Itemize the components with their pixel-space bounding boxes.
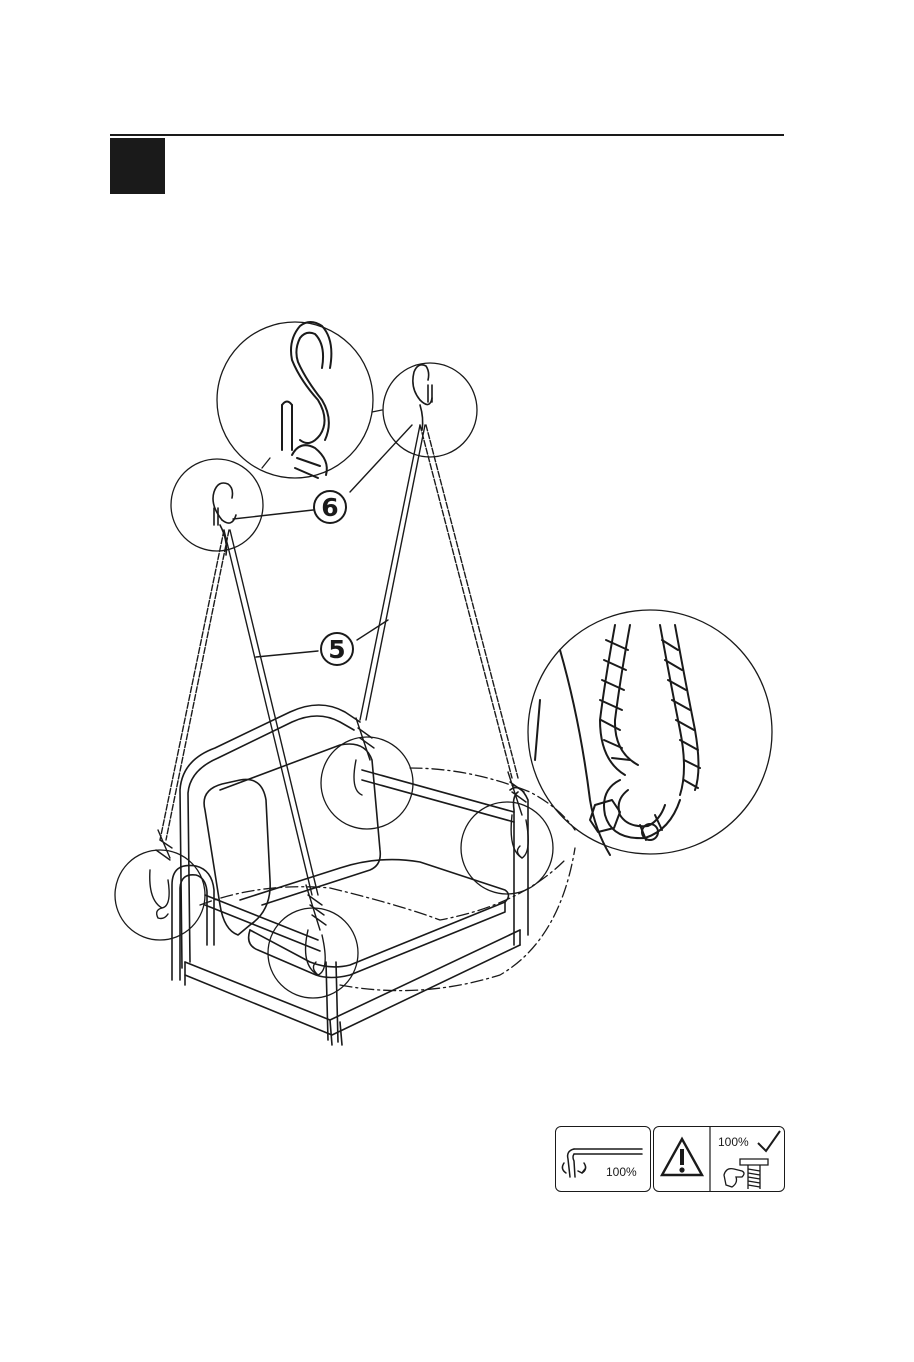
warning-check-panel: 100% <box>653 1126 785 1192</box>
check-percent: 100% <box>718 1135 749 1149</box>
instruction-icons: 100% 100% <box>555 1126 785 1194</box>
tighten-panel: 100% <box>555 1126 651 1192</box>
tighten-percent: 100% <box>606 1165 637 1179</box>
checkmark-icon <box>754 1129 784 1155</box>
allen-key-icon <box>556 1127 652 1191</box>
callout-leaders <box>233 425 412 657</box>
bracket-enlarged-detail <box>535 625 700 855</box>
swing-chair-frame <box>172 705 528 1045</box>
hand-bolt-icon <box>720 1157 780 1191</box>
callout-label-6: 6 <box>321 493 338 522</box>
callout-label-5: 5 <box>328 635 345 664</box>
hook-enlarged-detail <box>282 322 331 478</box>
